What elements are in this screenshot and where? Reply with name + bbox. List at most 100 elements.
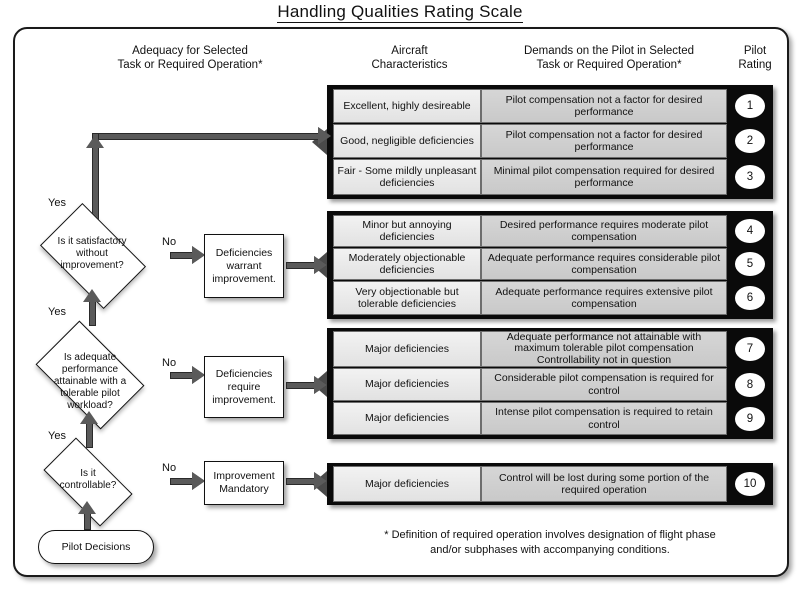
decision-adequate-line3: attainable with a [53, 376, 127, 387]
rating-row-7[interactable]: Major deficiencies Adequate performance … [333, 331, 773, 367]
improvement-mandatory-box[interactable]: Improvement Mandatory [204, 461, 284, 505]
pilot-rating-badge-8: 8 [735, 372, 765, 397]
decision-satisfactory-line3: improvement? [60, 260, 124, 271]
column-header-adequacy-line2: Task or Required Operation* [117, 59, 263, 71]
rating-row-8[interactable]: Major deficiencies Considerable pilot co… [333, 368, 773, 401]
pilot-rating-badge-10: 10 [735, 472, 765, 496]
flow-label-no-2: No [162, 357, 177, 369]
rating-row-9[interactable]: Major deficiencies Intense pilot compens… [333, 402, 773, 435]
flow-arrow-yes-3-head-icon [80, 411, 98, 424]
pilot-rating-cell-2: 2 [727, 124, 773, 158]
footnote-line2: and/or subphases with accompanying condi… [430, 544, 670, 556]
decision-satisfactory-label: Is it satisfactory without improvement? [33, 236, 151, 272]
deficiencies-warrant-line3: improvement. [212, 272, 276, 285]
flow-label-yes-2: Yes [48, 306, 66, 318]
pilot-rating-badge-3: 3 [735, 165, 765, 189]
pilot-rating-badge-9: 9 [735, 406, 765, 431]
decision-satisfactory-line2: without [76, 248, 108, 259]
rating-row-6[interactable]: Very objectionable but tolerable deficie… [333, 281, 773, 315]
column-header-pilot-rating: Pilot Rating [728, 44, 782, 72]
column-header-adequacy-line1: Adequacy for Selected [132, 45, 248, 57]
aircraft-characteristics-1: Excellent, highly desireable [333, 89, 481, 123]
improvement-mandatory-line2: Mandatory [219, 483, 269, 495]
pilot-rating-badge-7: 7 [735, 337, 765, 361]
pilot-demands-7: Adequate performance not attainable with… [481, 331, 727, 367]
pilot-demands-3: Minimal pilot compensation required for … [481, 159, 727, 195]
flow-arrow-box1-to-group2-shaft [286, 262, 316, 269]
pilot-demands-10: Control will be lost during some portion… [481, 466, 727, 502]
rating-row-10[interactable]: Major deficiencies Control will be lost … [333, 466, 773, 502]
pilot-rating-cell-1: 1 [727, 89, 773, 123]
rating-row-4[interactable]: Minor but annoying deficiencies Desired … [333, 215, 773, 247]
aircraft-characteristics-3: Fair - Some mildly unpleasant deficienci… [333, 159, 481, 195]
pilot-decisions-start[interactable]: Pilot Decisions [38, 530, 154, 564]
decision-adequate-line2: performance [61, 364, 119, 375]
aircraft-characteristics-8: Major deficiencies [333, 368, 481, 401]
decision-satisfactory-line1: Is it satisfactory [57, 236, 127, 247]
pilot-rating-badge-2: 2 [735, 129, 765, 153]
column-header-rating-line1: Pilot [743, 45, 767, 57]
flow-arrow-no-3-shaft [170, 478, 194, 485]
flow-arrow-yes-2-head-icon [83, 289, 101, 302]
page-title: Handling Qualities Rating Scale [0, 2, 800, 23]
decision-controllable-line2: controllable? [59, 480, 117, 491]
pilot-demands-5: Adequate performance requires considerab… [481, 248, 727, 280]
deficiencies-require-improvement-box[interactable]: Deficiencies require improvement. [204, 356, 284, 418]
deficiencies-require-line2: require [227, 380, 261, 393]
pilot-rating-cell-6: 6 [727, 281, 773, 315]
decision-adequate-line5: workload? [67, 400, 113, 411]
flow-arrow-box3-to-group4-shaft [286, 478, 316, 485]
rating-row-1[interactable]: Excellent, highly desireable Pilot compe… [333, 89, 773, 123]
flow-label-yes-1: Yes [48, 197, 66, 209]
pilot-decisions-label: Pilot Decisions [61, 541, 131, 553]
pilot-rating-badge-6: 6 [735, 286, 765, 310]
deficiencies-warrant-line1: Deficiencies [215, 246, 273, 259]
page-title-text: Handling Qualities Rating Scale [277, 2, 523, 23]
rating-row-5[interactable]: Moderately objectionable deficiencies Ad… [333, 248, 773, 280]
flow-arrow-no-1-head-icon [192, 246, 205, 264]
aircraft-characteristics-2: Good, negligible deficiencies [333, 124, 481, 158]
decision-adequate-line4: tolerable pilot [60, 388, 120, 399]
rating-group-4-6: Minor but annoying deficiencies Desired … [312, 211, 773, 319]
flow-label-no-3: No [162, 462, 177, 474]
pilot-demands-1: Pilot compensation not a factor for desi… [481, 89, 727, 123]
pilot-demands-2: Pilot compensation not a factor for desi… [481, 124, 727, 158]
pilot-rating-badge-1: 1 [735, 94, 765, 118]
column-header-aircraft: Aircraft Characteristics [332, 44, 487, 72]
flow-arrow-no-2-shaft [170, 372, 194, 379]
flow-label-yes-3: Yes [48, 430, 66, 442]
pilot-rating-cell-8: 8 [727, 368, 773, 401]
flow-arrow-yes-1-head-icon [318, 127, 331, 145]
column-header-aircraft-line2: Characteristics [371, 59, 448, 71]
deficiencies-warrant-line2: warrant [226, 259, 262, 272]
aircraft-characteristics-4: Minor but annoying deficiencies [333, 215, 481, 247]
column-header-aircraft-line1: Aircraft [391, 45, 428, 57]
pilot-rating-badge-4: 4 [735, 219, 765, 243]
aircraft-characteristics-10: Major deficiencies [333, 466, 481, 502]
flow-arrow-box1-to-group2-head-icon [314, 256, 327, 274]
flow-arrow-no-2-head-icon [192, 366, 205, 384]
deficiencies-require-line1: Deficiencies [215, 367, 273, 380]
flow-arrow-box2-to-group3-head-icon [314, 376, 327, 394]
rating-group-7-9: Major deficiencies Adequate performance … [312, 328, 773, 439]
rating-row-2[interactable]: Good, negligible deficiencies Pilot comp… [333, 124, 773, 158]
pilot-rating-cell-9: 9 [727, 402, 773, 435]
rating-group-10: Major deficiencies Control will be lost … [312, 463, 773, 505]
decision-controllable-label: Is it controllable? [42, 468, 134, 492]
column-header-demands: Demands on the Pilot in Selected Task or… [488, 44, 730, 72]
column-header-demands-line2: Task or Required Operation* [536, 59, 682, 71]
pilot-rating-cell-4: 4 [727, 215, 773, 247]
deficiencies-warrant-improvement-box[interactable]: Deficiencies warrant improvement. [204, 234, 284, 298]
flow-arrow-yes-1-horizontal [92, 133, 319, 140]
column-header-demands-line1: Demands on the Pilot in Selected [523, 45, 695, 57]
pilot-demands-6: Adequate performance requires extensive … [481, 281, 727, 315]
decision-adequate-performance-label: Is adequate performance attainable with … [33, 352, 147, 412]
aircraft-characteristics-7: Major deficiencies [333, 331, 481, 367]
pilot-rating-cell-7: 7 [727, 331, 773, 367]
pilot-demands-8: Considerable pilot compensation is requi… [481, 368, 727, 401]
improvement-mandatory-line1: Improvement [213, 470, 275, 482]
rating-row-3[interactable]: Fair - Some mildly unpleasant deficienci… [333, 159, 773, 195]
flow-arrow-no-1-shaft [170, 252, 194, 259]
decision-controllable-line1: Is it [80, 468, 96, 479]
